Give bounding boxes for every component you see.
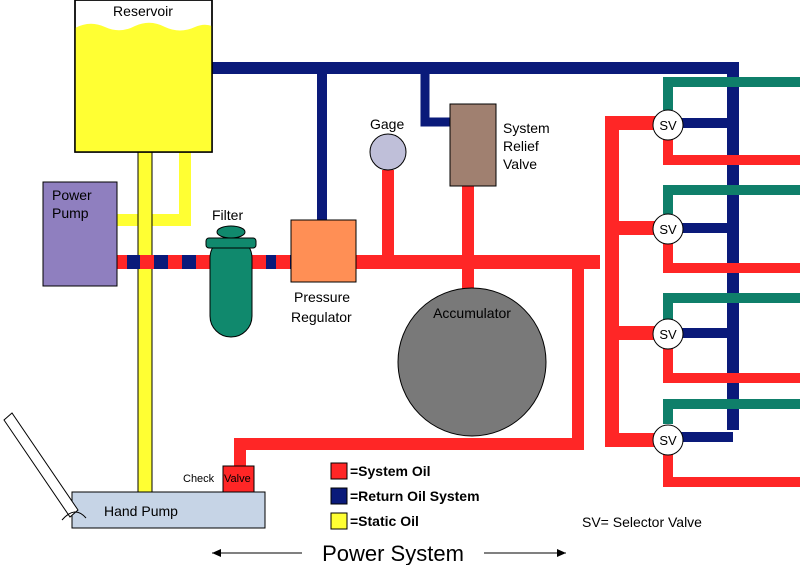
selector-valve-4: SV — [652, 424, 684, 456]
accumulator: Accumulator — [397, 287, 547, 437]
static-oil-lines — [117, 134, 191, 493]
title-group: Power System — [212, 541, 566, 565]
sv1-label: SV — [659, 118, 677, 133]
selector-valves: SV SV SV SV — [652, 109, 684, 456]
relief-label-1: System — [503, 120, 550, 136]
sv4-output-red — [663, 452, 800, 487]
static-line-hand-pump-feed — [137, 139, 153, 493]
right-arrowhead-icon — [557, 549, 566, 557]
left-arrowhead-icon — [212, 549, 221, 557]
check-valve: Check Valve — [183, 465, 255, 493]
system-sv-supply — [605, 116, 660, 447]
hand-pump: Hand Pump — [3, 412, 266, 529]
reservoir: Reservoir — [74, 0, 213, 153]
sv2-output-green — [663, 185, 800, 214]
sv3-label: SV — [659, 327, 677, 342]
reservoir-label: Reservoir — [113, 3, 173, 19]
relief-label-3: Valve — [503, 156, 537, 172]
accumulator-label: Accumulator — [433, 305, 511, 321]
selector-valve-2: SV — [652, 213, 684, 245]
pressure-regulator: Pressure Regulator — [290, 219, 357, 325]
legend-return-text: =Return Oil System — [350, 488, 480, 504]
filter-label: Filter — [212, 207, 243, 223]
legend-system-text: =System Oil — [350, 463, 431, 479]
check-valve-label-left: Check — [183, 473, 215, 485]
sv4-output-green — [663, 399, 800, 424]
legend-swatch-system — [330, 462, 348, 480]
legend-static-text: =Static Oil — [350, 513, 419, 529]
gage-label: Gage — [370, 116, 404, 132]
selector-valve-1: SV — [652, 109, 684, 141]
sv1-output-red — [663, 137, 800, 165]
relief-label-2: Relief — [503, 138, 539, 154]
system-check-valve-line — [234, 262, 584, 470]
return-line-relief — [420, 68, 450, 127]
regulator-label-2: Regulator — [291, 309, 352, 325]
sv2-label: SV — [659, 222, 677, 237]
power-pump-label-1: Power — [52, 187, 92, 203]
return-line-top — [212, 62, 739, 430]
sv1-output-green — [663, 77, 800, 110]
gage: Gage — [369, 116, 407, 171]
pressure-stripes — [117, 255, 290, 269]
selector-valve-3: SV — [652, 318, 684, 350]
return-oil-lines — [117, 62, 739, 442]
power-pump: Power Pump — [42, 181, 118, 287]
sv3-output-green — [663, 293, 800, 320]
branch-lines — [663, 77, 800, 424]
check-valve-label-right: Valve — [224, 473, 251, 485]
legend-swatch-static — [330, 512, 348, 530]
legend-swatch-return — [330, 487, 348, 505]
system-relief-valve: System Relief Valve — [449, 103, 550, 187]
filter: Filter — [205, 207, 257, 338]
sv2-output-red — [663, 242, 800, 273]
system-oil-lines — [117, 116, 800, 487]
hand-pump-handle — [3, 412, 87, 521]
sv4-label: SV — [659, 433, 677, 448]
selector-valve-note: SV= Selector Valve — [582, 514, 702, 530]
hand-pump-label: Hand Pump — [104, 503, 178, 519]
regulator-label-1: Pressure — [294, 289, 350, 305]
legend: =System Oil =Return Oil System =Static O… — [330, 462, 702, 530]
sv3-output-red — [663, 347, 800, 383]
diagram-title: Power System — [322, 541, 464, 565]
power-pump-label-2: Pump — [52, 205, 89, 221]
